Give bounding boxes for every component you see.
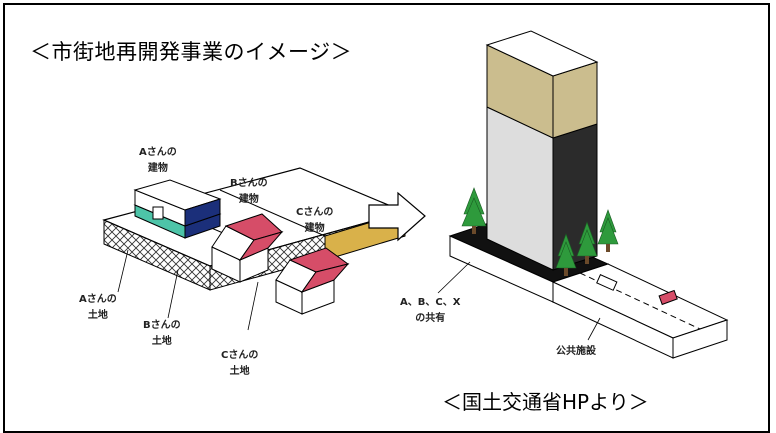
label-c-land-line1: Cさんの <box>221 350 259 361</box>
label-shared: A、B、C、X の共有 <box>400 295 460 327</box>
source-credit: ＜国土交通省HPより＞ <box>442 390 649 414</box>
building-a <box>133 179 222 239</box>
label-b-building-line2: 建物 <box>238 194 259 205</box>
label-shared-line1: A、B、C、X <box>400 297 461 308</box>
label-b-land: Bさんの 土地 <box>143 318 181 350</box>
label-public: 公共施設 <box>556 346 596 357</box>
label-shared-line2: の共有 <box>415 313 446 324</box>
label-a-land-line2: 土地 <box>87 310 108 321</box>
label-b-building-line1: Bさんの <box>230 178 268 189</box>
label-a-building: Aさんの 建物 <box>139 145 177 177</box>
redeveloped-site <box>448 30 729 359</box>
label-c-building-line1: Cさんの <box>296 207 334 218</box>
label-c-building-line2: 建物 <box>304 223 325 234</box>
label-b-land-line2: 土地 <box>151 336 172 347</box>
label-a-land: Aさんの 土地 <box>79 292 117 324</box>
label-b-land-line1: Bさんの <box>143 320 181 331</box>
house-c <box>275 247 350 315</box>
label-a-land-line1: Aさんの <box>79 294 117 305</box>
label-c-building: Cさんの 建物 <box>296 205 333 237</box>
label-a-building-line2: 建物 <box>147 163 168 174</box>
transform-arrow <box>368 191 426 242</box>
label-c-land: Cさんの 土地 <box>221 348 258 380</box>
diagram-title: ＜市街地再開発事業のイメージ＞ <box>30 40 353 64</box>
label-c-land-line2: 土地 <box>229 366 250 377</box>
label-b-building: Bさんの 建物 <box>230 176 268 208</box>
house-b <box>211 213 284 283</box>
leader-lines <box>117 249 601 341</box>
label-a-building-line1: Aさんの <box>139 147 177 158</box>
